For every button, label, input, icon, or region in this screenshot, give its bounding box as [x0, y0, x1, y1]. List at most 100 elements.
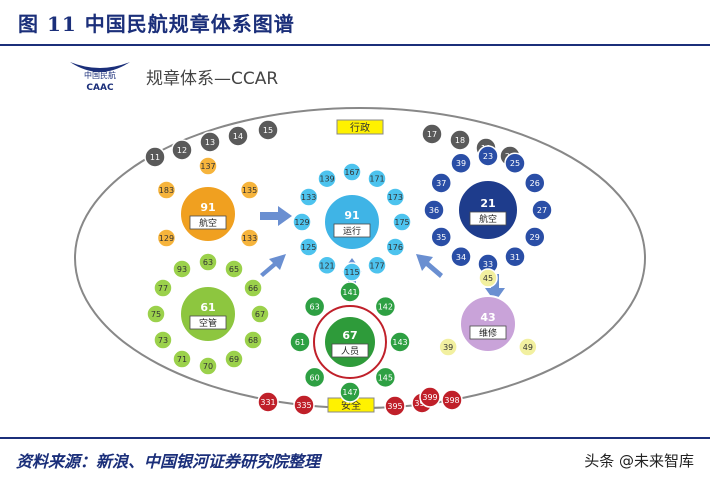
- satellite-node-text: 37: [436, 179, 446, 188]
- satellite-node: 171: [367, 168, 387, 189]
- satellite-node-text: 39: [443, 343, 453, 352]
- arrow-lowerleft-to-center: [260, 254, 286, 277]
- hub-id: 91: [200, 201, 215, 214]
- satellite-node: 141: [339, 281, 361, 303]
- satellite-node: 139: [317, 168, 337, 189]
- header: 图 11 中国民航规章体系图谱: [0, 0, 710, 50]
- ring-node: 13: [199, 131, 221, 153]
- ring-node: 11: [144, 146, 166, 168]
- satellite-node-text: 173: [388, 193, 403, 202]
- satellite-node: 125: [298, 237, 319, 257]
- bottom-label-box: 安全: [327, 397, 375, 413]
- satellite-node-text: 27: [537, 206, 547, 215]
- ring-node-text: 14: [233, 132, 243, 141]
- satellite-node: 39: [438, 337, 458, 357]
- satellite-node-text: 66: [248, 284, 258, 293]
- logo-abbr: CAAC: [86, 83, 114, 93]
- bottom-node-text: 395: [387, 402, 402, 411]
- satellite-node-text: 183: [159, 186, 174, 195]
- satellite-node-text: 147: [342, 388, 357, 397]
- diagram-subtitle: 规章体系—CCAR: [146, 69, 278, 89]
- satellite-node: 31: [504, 246, 526, 268]
- satellite-node-text: 69: [229, 355, 239, 364]
- bottom-node-text: 398: [444, 396, 459, 405]
- satellite-node: 145: [374, 366, 397, 389]
- arrow-right-to-center: [416, 254, 443, 278]
- hub-circle: [323, 315, 377, 369]
- footer-rule: [0, 437, 710, 439]
- hub-circle: [179, 185, 237, 243]
- satellite-node-text: 49: [523, 343, 533, 352]
- satellite-node: 63: [198, 252, 218, 272]
- satellite-node-text: 67: [255, 310, 265, 319]
- satellite-node-text: 135: [242, 186, 257, 195]
- satellite-node: 129: [156, 228, 177, 248]
- satellite-node-text: 125: [301, 243, 316, 252]
- satellite-node-text: 145: [378, 373, 393, 382]
- source-note: 资料来源：新浪、中国银河证券研究院整理: [16, 452, 321, 471]
- satellite-node-text: 33: [483, 260, 493, 269]
- satellite-node: 68: [243, 330, 263, 350]
- satellite-node-text: 141: [342, 288, 357, 297]
- satellite-node: 27: [531, 199, 553, 221]
- satellite-node-text: 133: [242, 234, 257, 243]
- satellite-node-text: 63: [310, 303, 320, 312]
- hub-label: 空管: [199, 317, 217, 329]
- hub-id: 21: [480, 197, 495, 210]
- hub-circle: [459, 295, 517, 353]
- logo-cn: 中国民航: [84, 70, 116, 80]
- hub-id: 61: [200, 301, 215, 314]
- ring-node-text: 18: [455, 136, 465, 145]
- satellite-node: 183: [156, 180, 177, 200]
- satellite-node: 60: [303, 366, 326, 389]
- satellite-node-text: 63: [203, 258, 213, 267]
- ring-node: 18: [449, 129, 471, 151]
- satellite-node: 29: [524, 226, 546, 248]
- satellite-node-text: 35: [436, 233, 446, 242]
- hubs: 13713513312112918391航空167171173175176177…: [146, 145, 553, 403]
- bottom-node: 399: [419, 386, 441, 408]
- satellite-node-text: 71: [177, 355, 187, 364]
- satellite-node: 177: [367, 255, 387, 276]
- satellite-node: 142: [374, 295, 397, 318]
- satellite-node: 75: [146, 304, 166, 324]
- satellite-node: 69: [224, 349, 244, 369]
- satellite-node: 121: [317, 255, 337, 276]
- satellite-node-text: 177: [369, 261, 384, 270]
- bottom-hub-ring: [313, 305, 387, 379]
- satellite-node: 173: [385, 187, 406, 207]
- satellite-node: 137: [198, 156, 218, 176]
- satellite-node: 36: [423, 199, 445, 221]
- satellite-node-text: 34: [456, 253, 466, 262]
- satellite-node-text: 142: [378, 303, 393, 312]
- bottom-row: 331335395396398399: [257, 386, 463, 417]
- satellite-node-text: 129: [294, 218, 309, 227]
- satellite-node-text: 68: [248, 336, 258, 345]
- hub-left: 13713513312112918391航空: [156, 156, 260, 272]
- bottom-node: 335: [293, 394, 315, 416]
- ring-node: 14: [227, 125, 249, 147]
- bottom-node-text: 331: [260, 398, 275, 407]
- ring-node: 12: [171, 139, 193, 161]
- satellite-node: 34: [450, 246, 472, 268]
- header-rule: [0, 44, 710, 46]
- ring-node-text: 12: [177, 146, 187, 155]
- hub-circle: [323, 193, 381, 251]
- satellite-node: 93: [172, 259, 192, 279]
- satellite-node-text: 36: [429, 206, 439, 215]
- ring-node-text: 13: [205, 138, 215, 147]
- satellite-node: 133: [239, 228, 260, 248]
- hub-label: 航空: [479, 213, 497, 225]
- hub-label: 维修: [479, 327, 497, 339]
- satellite-node-text: 167: [344, 168, 359, 177]
- top-label-box: 行政: [336, 119, 384, 135]
- satellite-node: 35: [430, 226, 452, 248]
- satellite-node: 73: [153, 330, 173, 350]
- satellite-node: 176: [385, 237, 406, 257]
- ring-node-text: 15: [263, 126, 273, 135]
- satellite-node: 66: [243, 278, 263, 298]
- ring-node-text: 17: [427, 130, 437, 139]
- satellite-node-text: 129: [159, 234, 174, 243]
- satellite-node-text: 60: [310, 373, 320, 382]
